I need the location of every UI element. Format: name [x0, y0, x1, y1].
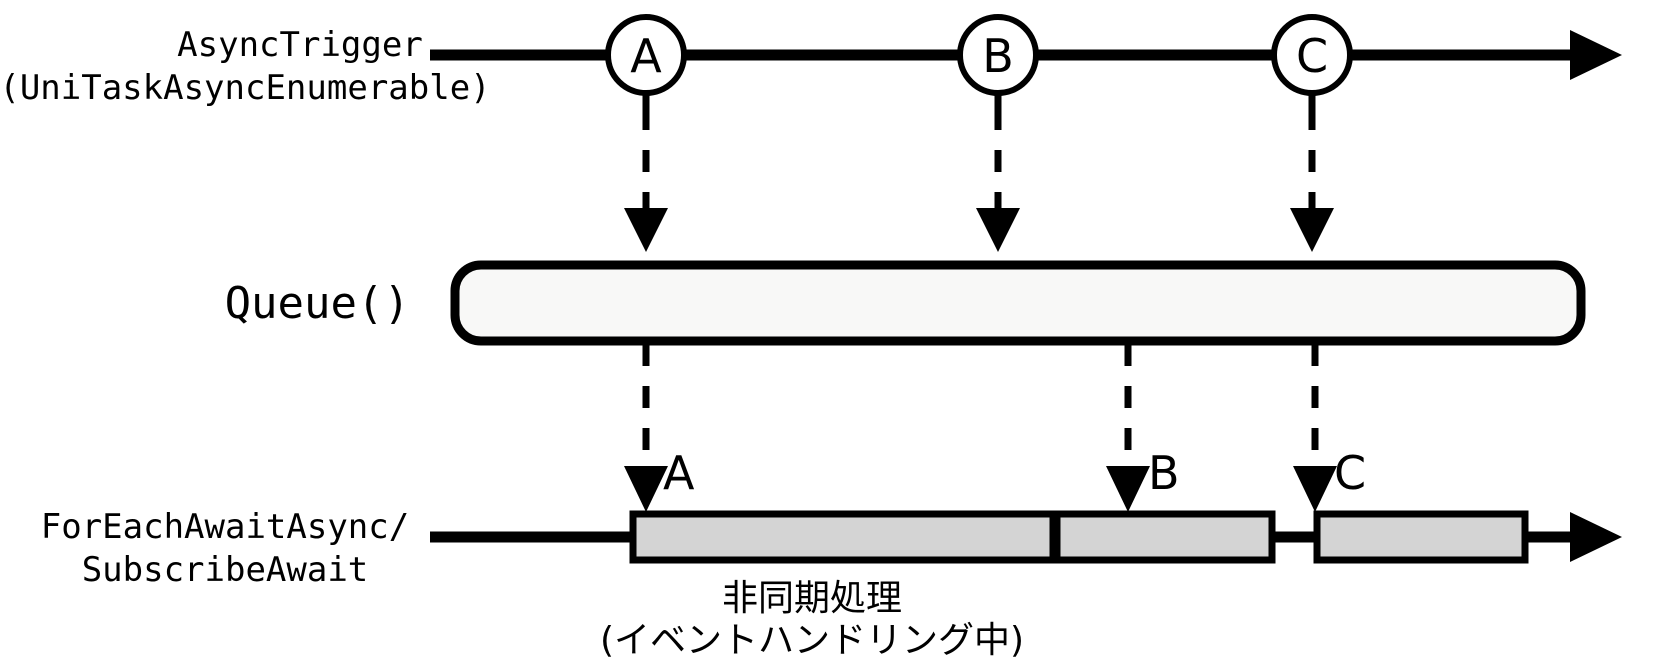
trigger-event-node-b[interactable]: B: [957, 14, 1039, 110]
trigger-lane: AsyncTrigger (UniTaskAsyncEnumerable) A …: [0, 14, 1622, 110]
processing-bar-b[interactable]: [1053, 510, 1276, 564]
processing-bar-b-label: B: [1148, 446, 1180, 500]
queue-lane-label: Queue(): [225, 278, 410, 329]
processing-bar-a-label: A: [663, 446, 695, 500]
dequeue-arrow-a-head: [624, 466, 668, 512]
queue-lane: Queue(): [225, 260, 1586, 346]
enqueue-arrows: [624, 108, 1334, 252]
trigger-event-a-circle: [605, 14, 687, 96]
dequeue-arrow-b: [1106, 344, 1150, 512]
enqueue-arrow-a: [624, 108, 668, 252]
trigger-event-c-letter: C: [1296, 29, 1328, 83]
caption-line2: (イベントハンドリング中): [600, 620, 1024, 661]
enqueue-arrow-c: [1290, 108, 1334, 252]
trigger-event-c-circle: [1271, 14, 1353, 96]
consumer-timeline-arrowhead: [1570, 512, 1622, 562]
consumer-lane: ForEachAwaitAsync/ SubscribeAwait A B C: [41, 446, 1622, 590]
trigger-event-b-letter: B: [982, 29, 1014, 83]
caption-line1: 非同期処理: [722, 578, 902, 619]
dequeue-arrows: [624, 344, 1337, 512]
enqueue-arrow-b: [976, 108, 1020, 252]
consumer-lane-label-line2: SubscribeAwait: [82, 550, 369, 590]
processing-bar-c[interactable]: [1313, 510, 1529, 564]
dequeue-arrow-c-head: [1293, 466, 1337, 512]
queue-box[interactable]: [450, 260, 1586, 346]
trigger-event-node-c[interactable]: C: [1271, 14, 1353, 110]
trigger-timeline-arrowhead: [1570, 30, 1622, 80]
enqueue-arrow-b-head: [976, 208, 1020, 252]
dequeue-arrow-a: [624, 344, 668, 512]
processing-bar-a[interactable]: [629, 510, 1057, 564]
trigger-event-b-circle: [957, 14, 1039, 96]
trigger-lane-label-line1: AsyncTrigger: [177, 25, 423, 65]
trigger-lane-label-line2: (UniTaskAsyncEnumerable): [0, 68, 491, 108]
consumer-lane-label-line1: ForEachAwaitAsync/: [41, 507, 409, 547]
trigger-event-a-letter: A: [630, 29, 662, 83]
dequeue-arrow-b-head: [1106, 466, 1150, 512]
enqueue-arrow-c-head: [1290, 208, 1334, 252]
enqueue-arrow-a-head: [624, 208, 668, 252]
processing-bar-c-label: C: [1334, 446, 1366, 500]
trigger-event-node-a[interactable]: A: [605, 14, 687, 110]
dequeue-arrow-c: [1293, 344, 1337, 512]
caption-block: 非同期処理 (イベントハンドリング中): [600, 578, 1024, 661]
